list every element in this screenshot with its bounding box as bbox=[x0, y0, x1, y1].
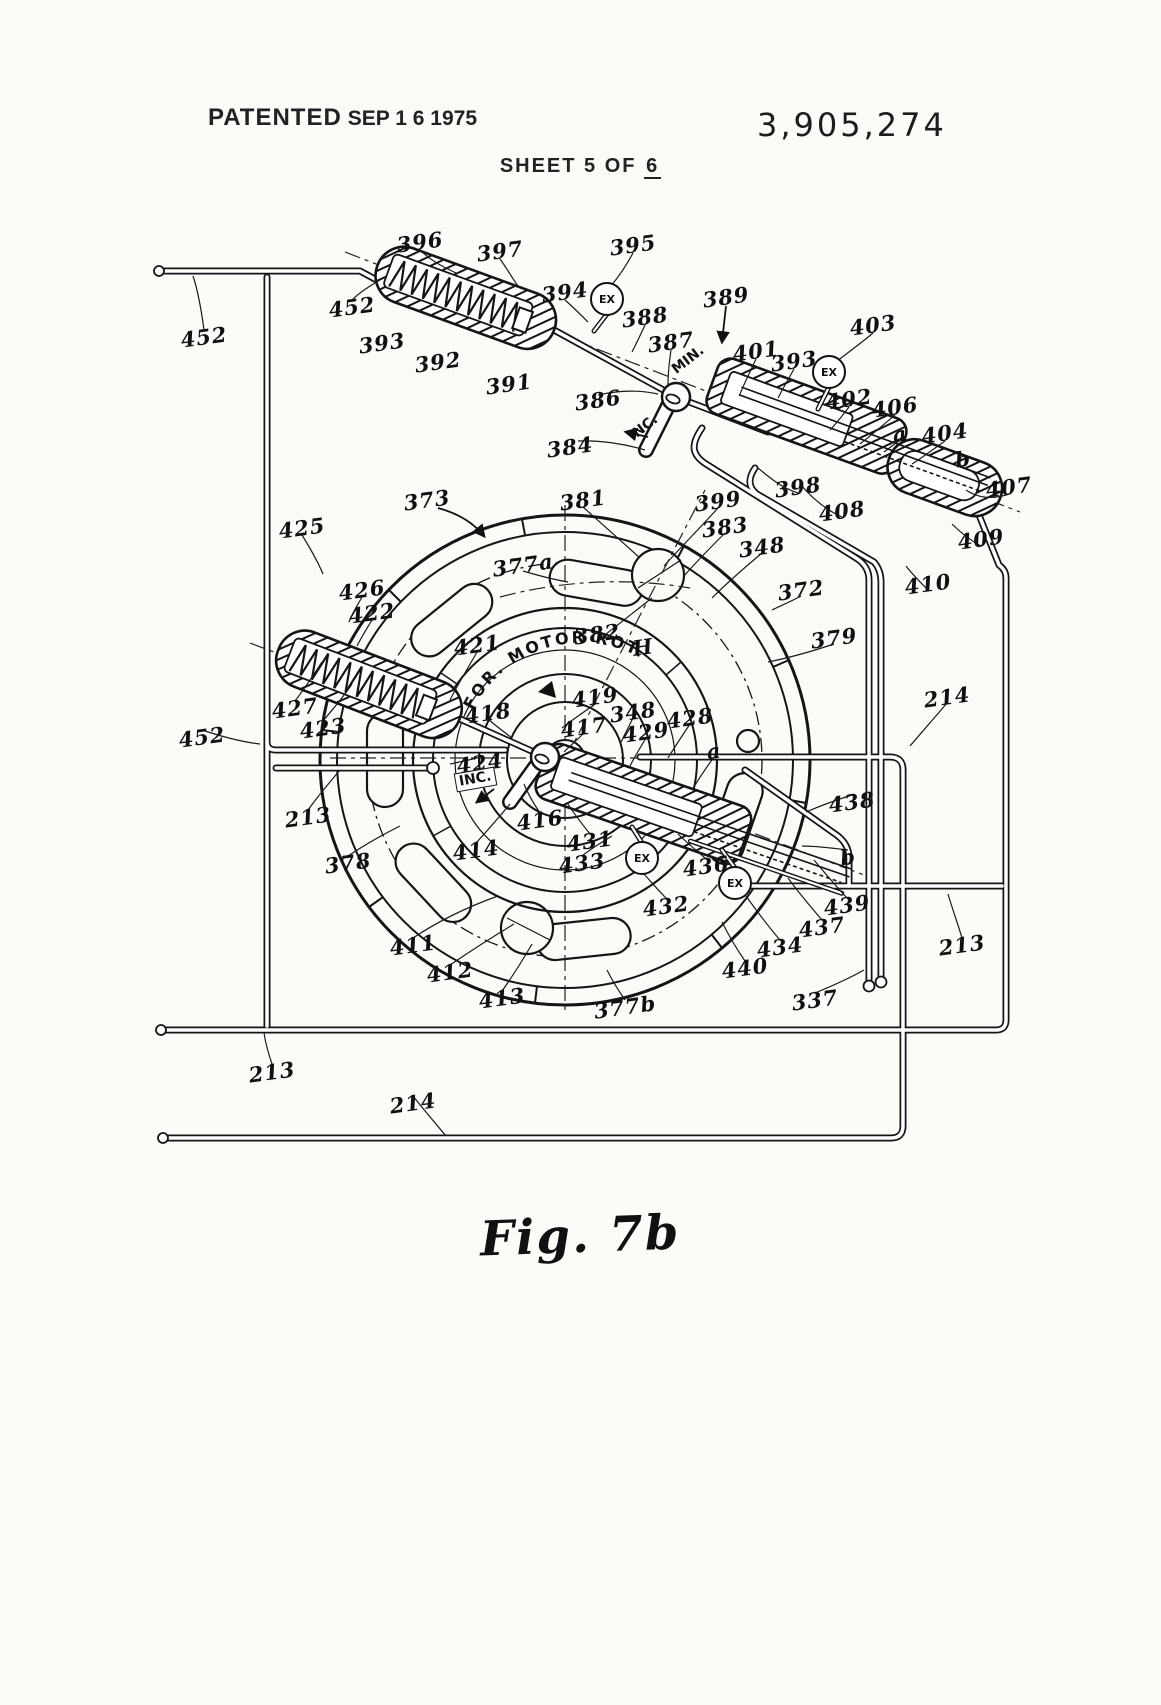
figure-caption: Fig. 7b bbox=[479, 1205, 681, 1268]
upper-spring-capsule bbox=[368, 239, 564, 357]
motor-rotation-arrowhead bbox=[538, 681, 556, 698]
svg-text:FOR. MOTOR ROT.: FOR. MOTOR ROT. bbox=[459, 628, 649, 713]
